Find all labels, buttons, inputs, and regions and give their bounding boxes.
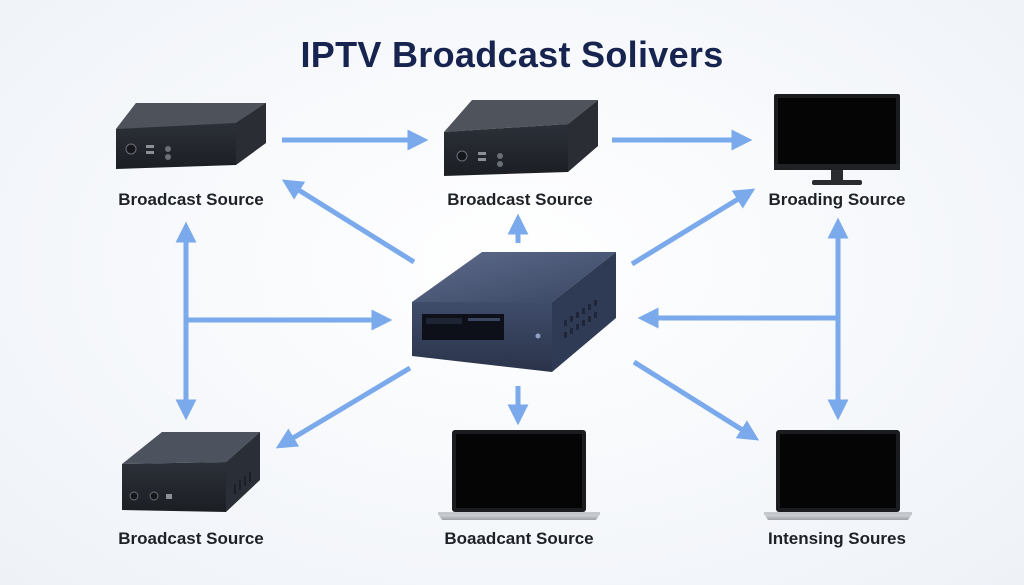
arrow-hub-to-top-right — [630, 188, 756, 267]
diagram-title: IPTV Broadcast Solivers — [300, 34, 724, 75]
node-label-bottom-right: Intensing Soures — [768, 529, 906, 548]
arrow-hub-to-bottom-right — [632, 359, 760, 441]
server-box-icon — [412, 252, 616, 372]
node-label-bottom-center: Boaadcant Source — [444, 529, 594, 548]
set-top-box-icon — [116, 103, 266, 169]
node-label-top-left: Broadcast Source — [118, 190, 264, 209]
set-top-box-icon — [444, 100, 598, 176]
laptop-icon — [438, 430, 600, 520]
node-label-top-right: Broading Source — [768, 190, 906, 209]
node-label-bottom-left: Broadcast Source — [118, 529, 264, 548]
arrow-hub-to-top-left — [281, 179, 416, 265]
set-top-box-icon — [122, 432, 260, 512]
monitor-icon — [774, 94, 900, 185]
laptop-icon — [764, 430, 912, 520]
arrows — [175, 129, 849, 449]
arrow-hub-to-bottom-left — [275, 365, 412, 449]
node-label-top-center: Broadcast Source — [447, 190, 593, 209]
